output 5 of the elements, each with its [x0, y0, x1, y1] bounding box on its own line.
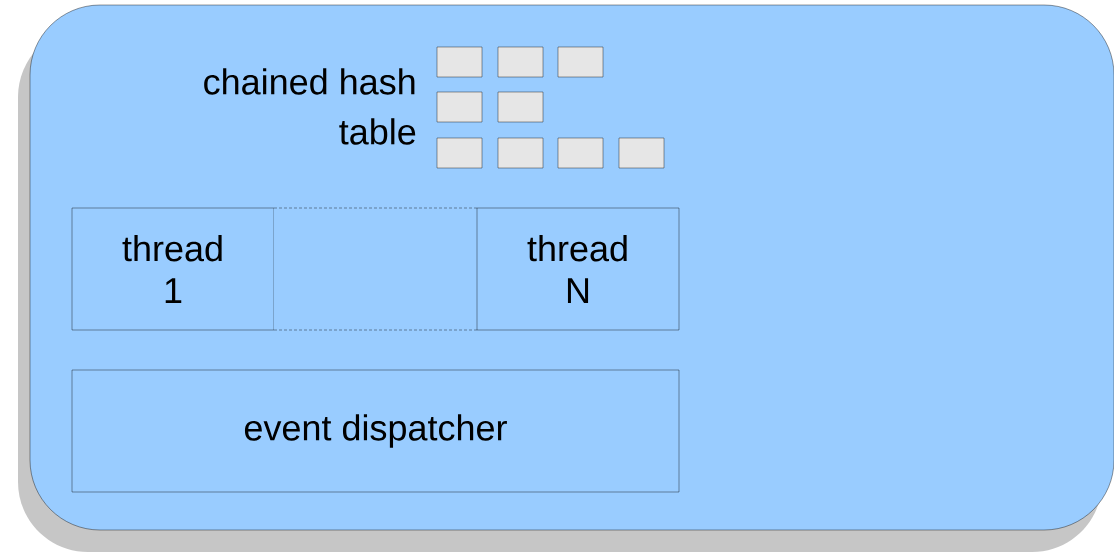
process-box: event dispatcher — [71, 369, 680, 493]
process-box: thread N — [476, 207, 680, 331]
dashed-box — [273, 207, 478, 331]
table-label: chained hash table — [204, 68, 416, 145]
process-box: thread 1 — [71, 207, 275, 331]
